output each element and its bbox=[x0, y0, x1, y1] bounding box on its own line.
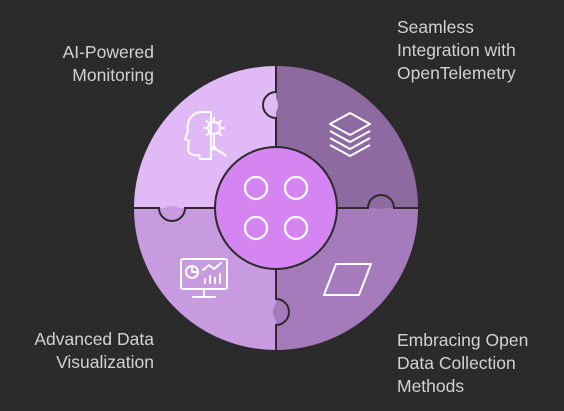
center-hub bbox=[214, 146, 338, 270]
parallelogram-icon bbox=[323, 263, 372, 296]
disc-outline bbox=[132, 64, 420, 352]
tab-left bbox=[159, 206, 185, 232]
label-advanced-data-visualization: Advanced Data Visualization bbox=[34, 329, 154, 372]
layers-icon bbox=[329, 112, 371, 157]
seams bbox=[133, 65, 419, 351]
label-ai-powered-monitoring: AI-Powered Monitoring bbox=[62, 42, 154, 85]
label-embracing-open-data: Embracing Open Data Collection Methods bbox=[397, 330, 529, 396]
tab-top bbox=[252, 92, 278, 118]
monitor-chart-icon bbox=[180, 258, 228, 298]
ai-head-gear-icon bbox=[184, 111, 227, 160]
four-circles-icon bbox=[243, 175, 309, 241]
label-seamless-integration: Seamless Integration with OpenTelemetry bbox=[397, 17, 516, 83]
tab-bottom bbox=[273, 299, 299, 325]
